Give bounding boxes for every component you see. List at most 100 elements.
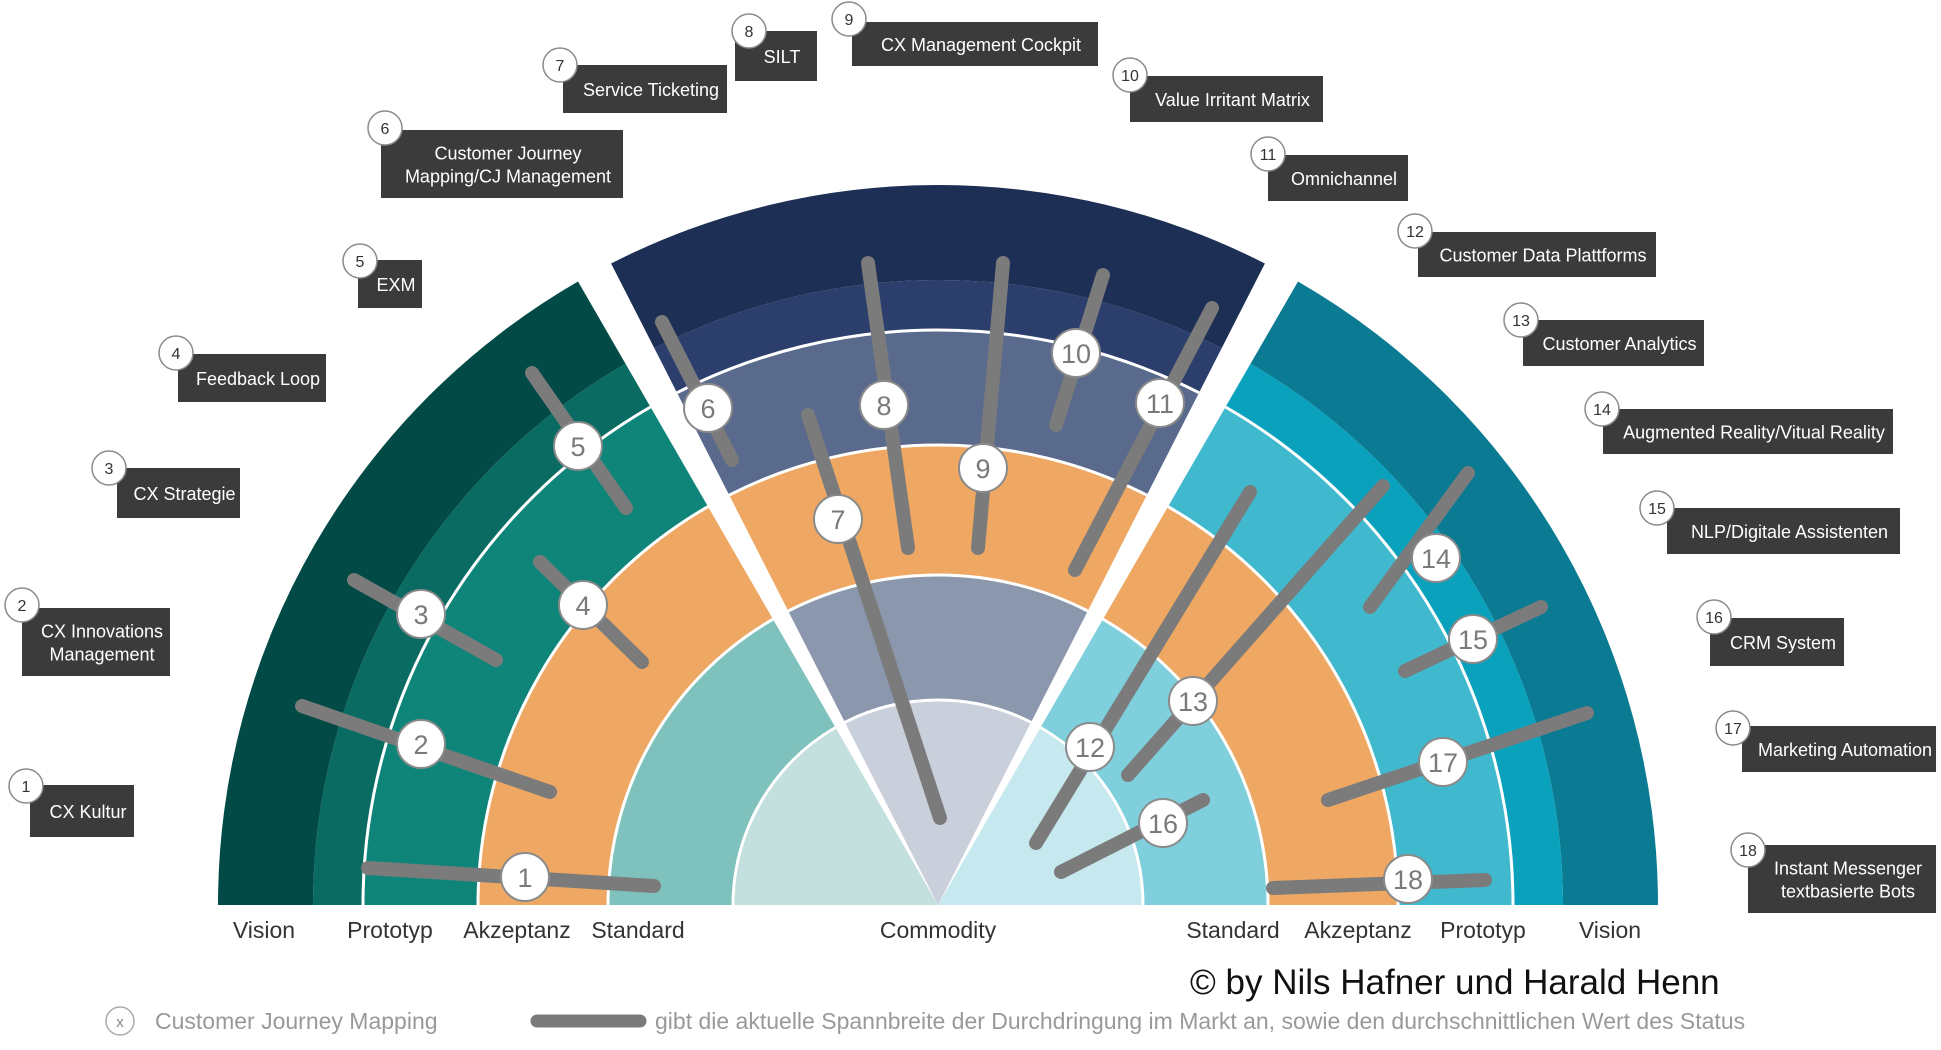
item-label-box-9	[852, 22, 1098, 66]
marker-circle-18	[1383, 854, 1433, 904]
item-label-text-18: textbasierte Bots	[1781, 882, 1915, 902]
item-number-4: 4	[172, 346, 181, 363]
item-number-circle-6	[367, 110, 403, 146]
item-label-text-11: Omnichannel	[1291, 169, 1397, 189]
item-number-circle-16	[1696, 599, 1732, 635]
item-number-9: 9	[845, 12, 854, 29]
item-number-circle-2	[4, 587, 40, 623]
marker-number-5: 5	[570, 432, 585, 462]
range-bar-13	[1121, 479, 1390, 782]
item-label-text-10: Value Irritant Matrix	[1155, 90, 1310, 110]
axis-label-left-vision: Vision	[233, 917, 295, 943]
item-number-15: 15	[1648, 501, 1666, 518]
sector-people-ring-standard	[608, 619, 836, 905]
sector-title-process: PROCESS	[842, 117, 1035, 165]
item-label-box-10	[1130, 76, 1323, 122]
item-number-circle-18	[1730, 832, 1766, 868]
item-label-text-17: Marketing Automation	[1758, 740, 1932, 760]
axis-label-right-vision: Vision	[1579, 917, 1641, 943]
marker-circle-16	[1138, 798, 1188, 848]
item-label-box-2	[22, 608, 170, 676]
item-label-text-3: CX Strategie	[133, 484, 235, 504]
item-number-circle-1	[8, 768, 44, 804]
ring-separator	[676, 328, 1200, 395]
marker-circle-5	[553, 421, 603, 471]
axis-label-left-standard: Standard	[591, 917, 684, 943]
item-label-text-15: NLP/Digitale Assistenten	[1691, 522, 1888, 542]
marker-circle-6	[683, 383, 733, 433]
sector-people-ring-band	[218, 281, 626, 905]
axis-label-right-standard: Standard	[1186, 917, 1279, 943]
item-label-box-13	[1523, 320, 1704, 366]
item-callout-9: CX Management Cockpit 9	[831, 1, 1098, 66]
marker-number-2: 2	[413, 730, 428, 760]
item-callout-15: NLP/Digitale Assistenten 15	[1639, 490, 1900, 554]
item-number-7: 7	[556, 58, 565, 75]
ring-separator	[476, 505, 709, 906]
copyright-note: © by Nils Hafner und Harald Henn	[1190, 963, 1720, 1002]
range-bar-9	[971, 256, 1010, 555]
marker-number-12: 12	[1075, 733, 1105, 763]
item-label-box-1	[30, 785, 134, 837]
item-label-box-11	[1268, 155, 1408, 201]
marker-number-7: 7	[830, 505, 845, 535]
item-number-5: 5	[356, 254, 365, 271]
marker-circle-17	[1418, 737, 1468, 787]
item-number-circle-9	[831, 1, 867, 37]
sector-process-ring-band	[611, 185, 1265, 349]
item-label-box-17	[1742, 726, 1936, 772]
marker-number-18: 18	[1393, 865, 1423, 895]
item-number-3: 3	[105, 461, 114, 478]
marker-circle-12	[1065, 722, 1115, 772]
item-label-text-6: Mapping/CJ Management	[405, 167, 611, 187]
item-label-box-18	[1748, 845, 1936, 913]
sector-technology-ring-band	[1250, 281, 1658, 905]
item-label-text-8: SILT	[764, 47, 801, 67]
range-bar-11	[1068, 301, 1219, 577]
item-label-text-2: Management	[49, 645, 154, 665]
marker-circle-13	[1168, 676, 1218, 726]
sector-people-ring-vision	[313, 363, 651, 905]
item-number-13: 13	[1512, 313, 1530, 330]
axis-label-left-akzeptanz: Akzeptanz	[463, 917, 570, 943]
marker-circle-15	[1448, 614, 1498, 664]
marker-circle-2	[396, 719, 446, 769]
sector-people-ring-commodity	[733, 727, 938, 905]
item-label-box-4	[178, 354, 326, 402]
item-number-circle-4	[158, 335, 194, 371]
sector-people-ring-akzeptanz	[478, 506, 773, 905]
item-label-box-12	[1418, 232, 1656, 277]
marker-number-3: 3	[413, 600, 428, 630]
marker-circle-4	[558, 580, 608, 630]
marker-circle-8	[859, 380, 909, 430]
range-bar-12	[1029, 485, 1257, 850]
marker-circle-1	[500, 852, 550, 902]
sector-process-ring-standard	[788, 575, 1088, 723]
ring-separator	[844, 698, 1032, 724]
item-label-text-5: EXM	[376, 275, 415, 295]
item-number-16: 16	[1705, 610, 1723, 627]
legend-bar-text: gibt die aktuelle Spannbreite der Durchd…	[655, 1008, 1745, 1034]
marker-number-17: 17	[1428, 748, 1458, 778]
item-label-text-9: CX Management Cockpit	[881, 35, 1081, 55]
item-number-circle-14	[1584, 391, 1620, 427]
axis-label-commodity: Commodity	[880, 917, 997, 943]
marker-number-15: 15	[1458, 625, 1488, 655]
item-callout-5: EXM 5	[342, 243, 422, 308]
marker-number-9: 9	[975, 454, 990, 484]
axis-labels: Vision Prototyp Akzeptanz Standard Commo…	[233, 917, 1641, 943]
item-label-text-6: Customer Journey	[434, 144, 581, 164]
marker-number-11: 11	[1146, 389, 1174, 419]
marker-number-16: 16	[1148, 809, 1178, 839]
ring-separator	[728, 443, 1148, 497]
